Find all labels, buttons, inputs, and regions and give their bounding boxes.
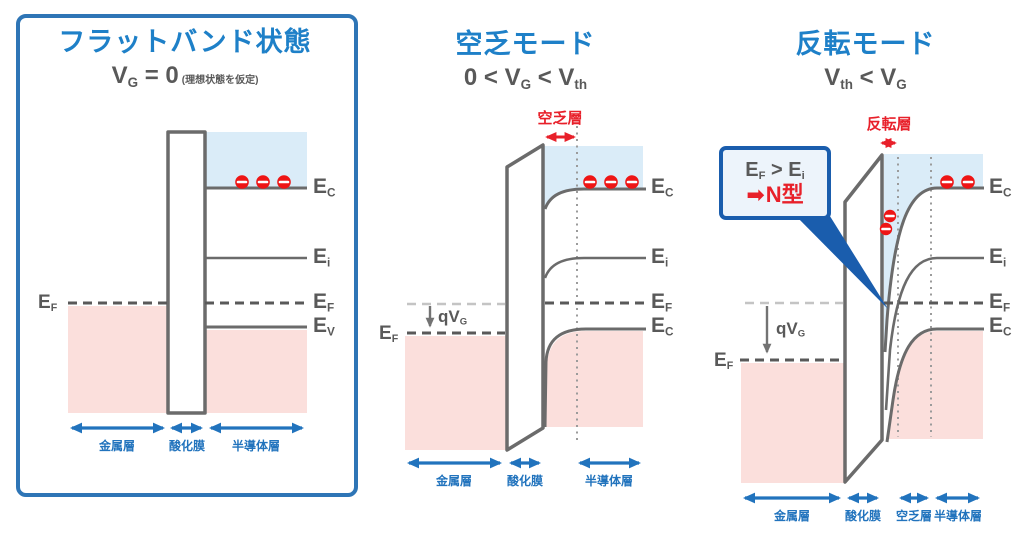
conduction-region-shade: [205, 132, 307, 188]
band-label-ef: EF: [989, 290, 1011, 315]
qvg-label: qVG: [438, 307, 468, 328]
gate-voltage-equation: Vth < VG: [824, 64, 907, 92]
valence-filled-shade: [546, 331, 643, 427]
electron-icon: [235, 175, 249, 189]
oxide-slab: [166, 130, 207, 415]
metal-filled-shade: [68, 306, 168, 413]
electron-icon: [940, 175, 954, 189]
layer-label-semiconductor: 半導体層: [231, 439, 280, 453]
metal-fermi-label: EF: [379, 323, 399, 345]
band-label-ev: EC: [989, 314, 1012, 339]
band-label-ei: Ei: [989, 245, 1007, 270]
callout-condition: EF > Ei: [745, 159, 805, 183]
conduction-region-shade: [884, 154, 983, 352]
band-label-ei: Ei: [651, 245, 669, 270]
valence-filled-shade: [888, 331, 983, 439]
layer-label-semiconductor: 半導体層: [933, 509, 982, 523]
electron-icons: [583, 175, 639, 189]
valence-filled-shade: [205, 330, 307, 413]
oxide-slab-tilted: [843, 153, 884, 484]
panel-title-flatband: フラットバンド状態: [58, 27, 312, 57]
depletion-diagram: [405, 126, 646, 469]
electron-icon: [604, 175, 618, 189]
electron-icon: [277, 175, 291, 189]
band-label-ec: EC: [989, 175, 1012, 200]
inversion-layer-label: 反転層: [866, 116, 912, 133]
electron-icon: [879, 222, 893, 236]
layer-label-metal: 金属層: [773, 509, 810, 523]
panel-title-inversion: 反転モード: [795, 29, 936, 59]
band-label-ef: EF: [651, 290, 673, 315]
band-label-ev: EV: [313, 314, 335, 339]
layer-label-oxide: 酸化膜: [844, 509, 881, 523]
layer-label-oxide: 酸化膜: [506, 474, 543, 488]
ec-curve: [543, 187, 646, 210]
ei-curve: [884, 256, 984, 411]
metal-filled-shade: [405, 336, 506, 450]
ev-curve: [543, 327, 646, 428]
callout-conclusion: ➡N型: [746, 181, 804, 207]
electron-icon: [256, 175, 270, 189]
callout-pointer-triangle: [793, 213, 888, 309]
electron-icon: [961, 175, 975, 189]
flatband-diagram: [68, 130, 307, 434]
electron-icon: [583, 175, 597, 189]
electron-icon: [883, 209, 897, 223]
metal-fermi-label: EF: [714, 350, 734, 372]
band-label-ec: EC: [313, 175, 336, 200]
layer-label-depletion: 空乏層: [895, 509, 932, 523]
metal-fermi-label: EF: [38, 292, 58, 314]
electron-icon: [625, 175, 639, 189]
oxide-slab-tilted: [505, 143, 545, 452]
right-arrow-icon: ➡: [746, 181, 765, 207]
inversion-diagram: [740, 137, 984, 504]
flatband-panel-frame: [16, 14, 358, 497]
band-label-ef: EF: [313, 290, 335, 315]
layer-label-metal: 金属層: [435, 474, 472, 488]
ei-curve: [543, 256, 646, 279]
band-label-ec: EC: [651, 175, 674, 200]
layer-label-semiconductor: 半導体層: [584, 474, 633, 488]
n-type-callout-box: EF > Ei ➡N型: [719, 146, 831, 220]
gate-voltage-equation: VG = 0(理想状態を仮定): [111, 62, 259, 90]
layer-label-metal: 金属層: [98, 439, 135, 453]
electron-icons: [879, 175, 975, 236]
qvg-label: qVG: [776, 319, 806, 340]
band-label-ei: Ei: [313, 245, 331, 270]
depletion-layer-label: 空乏層: [537, 110, 583, 127]
gate-voltage-equation: 0 < VG < Vth: [463, 64, 588, 92]
band-label-ev: EC: [651, 314, 674, 339]
ev-curve: [885, 327, 984, 443]
metal-filled-shade: [741, 363, 844, 483]
electron-icons: [235, 175, 291, 189]
panel-title-depletion: 空乏モード: [455, 29, 596, 59]
layer-label-oxide: 酸化膜: [168, 439, 205, 453]
